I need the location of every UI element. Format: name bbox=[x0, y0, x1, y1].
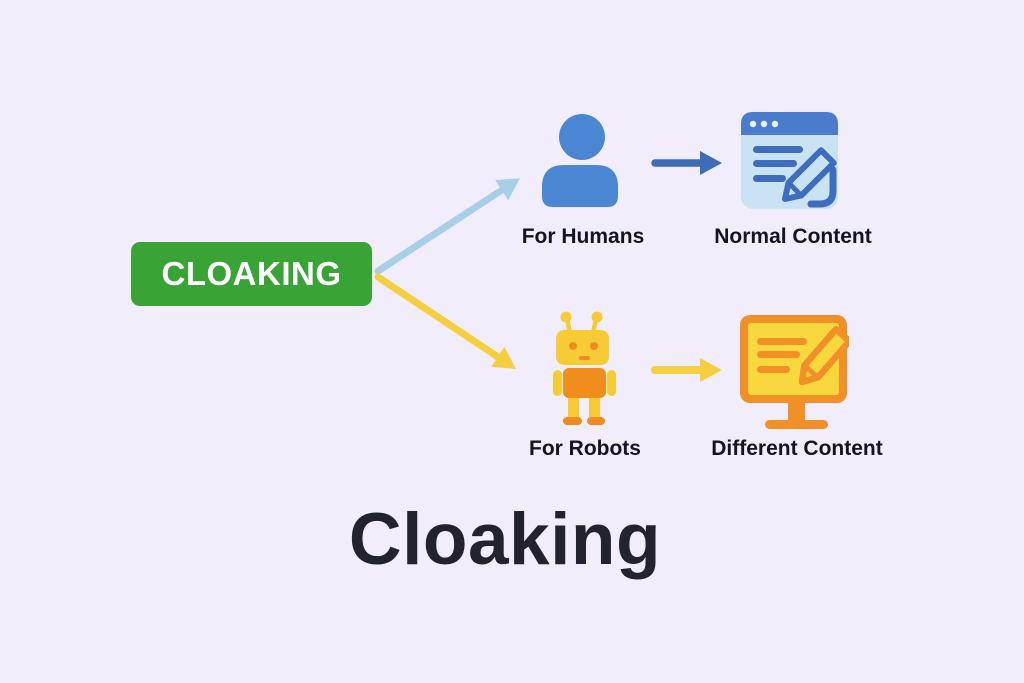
person-icon bbox=[540, 108, 624, 213]
arrow-cloaking-to-humans bbox=[374, 178, 521, 275]
diagram-caption: Cloaking bbox=[348, 499, 662, 580]
browser-window-pencil-icon bbox=[741, 112, 839, 215]
for-humans-label: For Humans bbox=[521, 225, 645, 248]
cloaking-node-label: CLOAKING bbox=[161, 255, 342, 292]
arrow-cloaking-to-robots bbox=[374, 273, 516, 369]
normal-content-label: Normal Content bbox=[714, 225, 872, 248]
cloaking-node: CLOAKING bbox=[131, 242, 372, 306]
different-content-label: Different Content bbox=[711, 437, 883, 460]
for-robots-label: For Robots bbox=[529, 437, 641, 460]
monitor-pencil-icon bbox=[737, 313, 853, 436]
robot-icon bbox=[547, 307, 617, 430]
